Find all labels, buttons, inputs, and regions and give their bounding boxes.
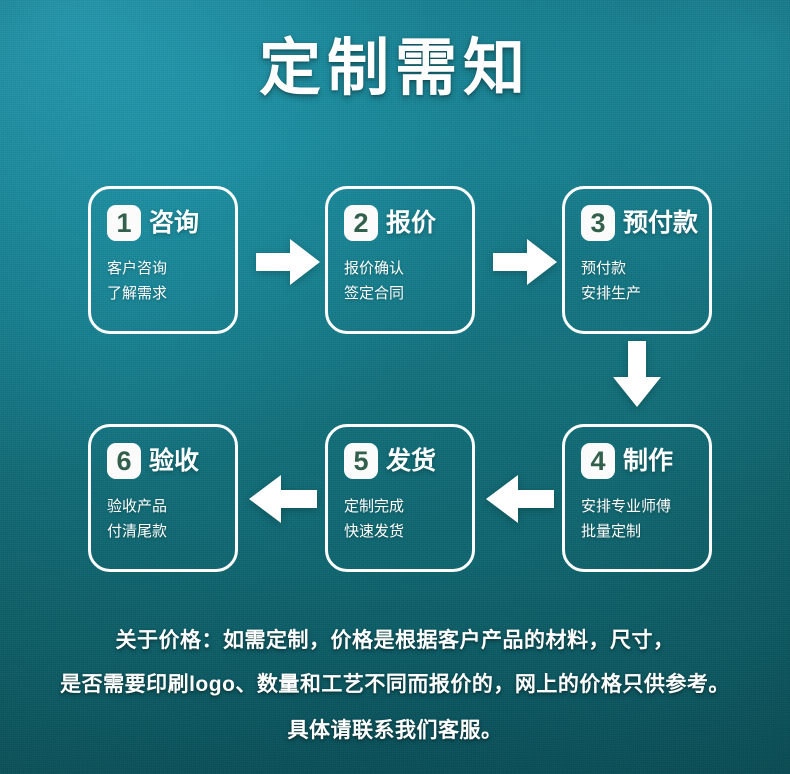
step-title: 验收 — [149, 446, 200, 475]
footer-line-3: 具体请联系我们客服。 — [287, 719, 503, 742]
footer-note: 关于价格：如需定制，价格是根据客户产品的材料，尺寸， 是否需要印刷logo、数量… — [0, 630, 790, 741]
step-header: 5 发货 — [344, 441, 472, 481]
step-number-badge: 4 — [581, 443, 615, 479]
step-number-badge: 1 — [107, 205, 141, 241]
step-title: 报价 — [386, 208, 437, 237]
step-detail-line: 预付款 — [581, 260, 627, 277]
step-number-badge: 6 — [107, 443, 141, 479]
step-number-badge: 5 — [344, 443, 378, 479]
footer-line-1: 关于价格：如需定制，价格是根据客户产品的材料，尺寸， — [115, 629, 675, 652]
step-detail-line: 批量定制 — [581, 522, 642, 540]
step-body: 安排专业师傅 批量定制 — [581, 495, 709, 545]
step-body: 预付款 安排生产 — [581, 257, 709, 307]
step-title: 发货 — [386, 446, 437, 475]
arrow-right-icon — [256, 237, 320, 287]
footer-line-2: 是否需要印刷logo、数量和工艺不同而报价的，网上的价格只供参考。 — [60, 673, 730, 696]
step-card-2: 2 报价 报价确认 签定合同 — [325, 186, 475, 334]
step-detail-line: 付清尾款 — [107, 522, 168, 540]
step-header: 3 预付款 — [581, 203, 709, 243]
arrow-right-icon — [493, 237, 557, 287]
step-detail-line: 快速发货 — [344, 522, 405, 540]
step-number-badge: 3 — [581, 205, 615, 241]
step-title: 制作 — [623, 446, 674, 475]
step-header: 6 验收 — [107, 441, 235, 481]
step-body: 验收产品 付清尾款 — [107, 495, 235, 545]
step-body: 定制完成 快速发货 — [344, 495, 472, 545]
step-card-4: 4 制作 安排专业师傅 批量定制 — [562, 424, 712, 572]
arrow-down-icon — [611, 341, 663, 407]
step-detail-line: 客户咨询 — [107, 260, 168, 277]
step-detail-line: 了解需求 — [107, 284, 168, 302]
step-detail-line: 签定合同 — [344, 284, 405, 302]
step-detail-line: 安排专业师傅 — [581, 498, 672, 515]
step-header: 2 报价 — [344, 203, 472, 243]
arrow-left-icon — [249, 473, 317, 525]
step-header: 4 制作 — [581, 441, 709, 481]
step-number-badge: 2 — [344, 205, 378, 241]
step-card-5: 5 发货 定制完成 快速发货 — [325, 424, 475, 572]
step-card-6: 6 验收 验收产品 付清尾款 — [88, 424, 238, 572]
step-detail-line: 验收产品 — [107, 498, 168, 515]
step-detail-line: 报价确认 — [344, 260, 405, 277]
step-body: 报价确认 签定合同 — [344, 257, 472, 307]
step-header: 1 咨询 — [107, 203, 235, 243]
step-title: 预付款 — [623, 208, 699, 237]
arrow-left-icon — [486, 473, 554, 525]
step-card-1: 1 咨询 客户咨询 了解需求 — [88, 186, 238, 334]
page-title: 定制需知 — [258, 34, 531, 103]
step-detail-line: 安排生产 — [581, 284, 642, 302]
step-card-3: 3 预付款 预付款 安排生产 — [562, 186, 712, 334]
step-body: 客户咨询 了解需求 — [107, 257, 235, 307]
step-title: 咨询 — [149, 208, 200, 237]
step-detail-line: 定制完成 — [344, 498, 405, 515]
